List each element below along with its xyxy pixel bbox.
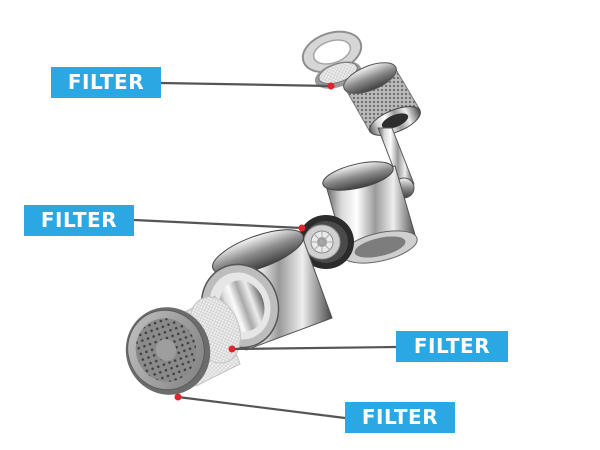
leader-line-3 bbox=[231, 345, 397, 351]
leader-lines bbox=[133, 81, 397, 420]
marker-dots bbox=[174, 82, 335, 401]
marker-dot-4 bbox=[174, 393, 182, 401]
filter-label-middle: FILTER bbox=[24, 205, 134, 236]
leader-line-1 bbox=[160, 81, 332, 88]
filter-label-screen: FILTER bbox=[396, 331, 508, 362]
filter-label-outlet: FILTER bbox=[345, 402, 455, 433]
outlet-aerator bbox=[125, 307, 211, 395]
top-washer bbox=[301, 30, 363, 74]
leader-line-2 bbox=[133, 218, 303, 230]
leader-line-4 bbox=[177, 395, 346, 420]
marker-dot-2 bbox=[298, 224, 306, 232]
marker-dot-3 bbox=[228, 345, 236, 353]
middle-filter-disc bbox=[303, 224, 341, 260]
filter-label-top: FILTER bbox=[51, 67, 161, 98]
marker-dot-1 bbox=[327, 82, 335, 90]
